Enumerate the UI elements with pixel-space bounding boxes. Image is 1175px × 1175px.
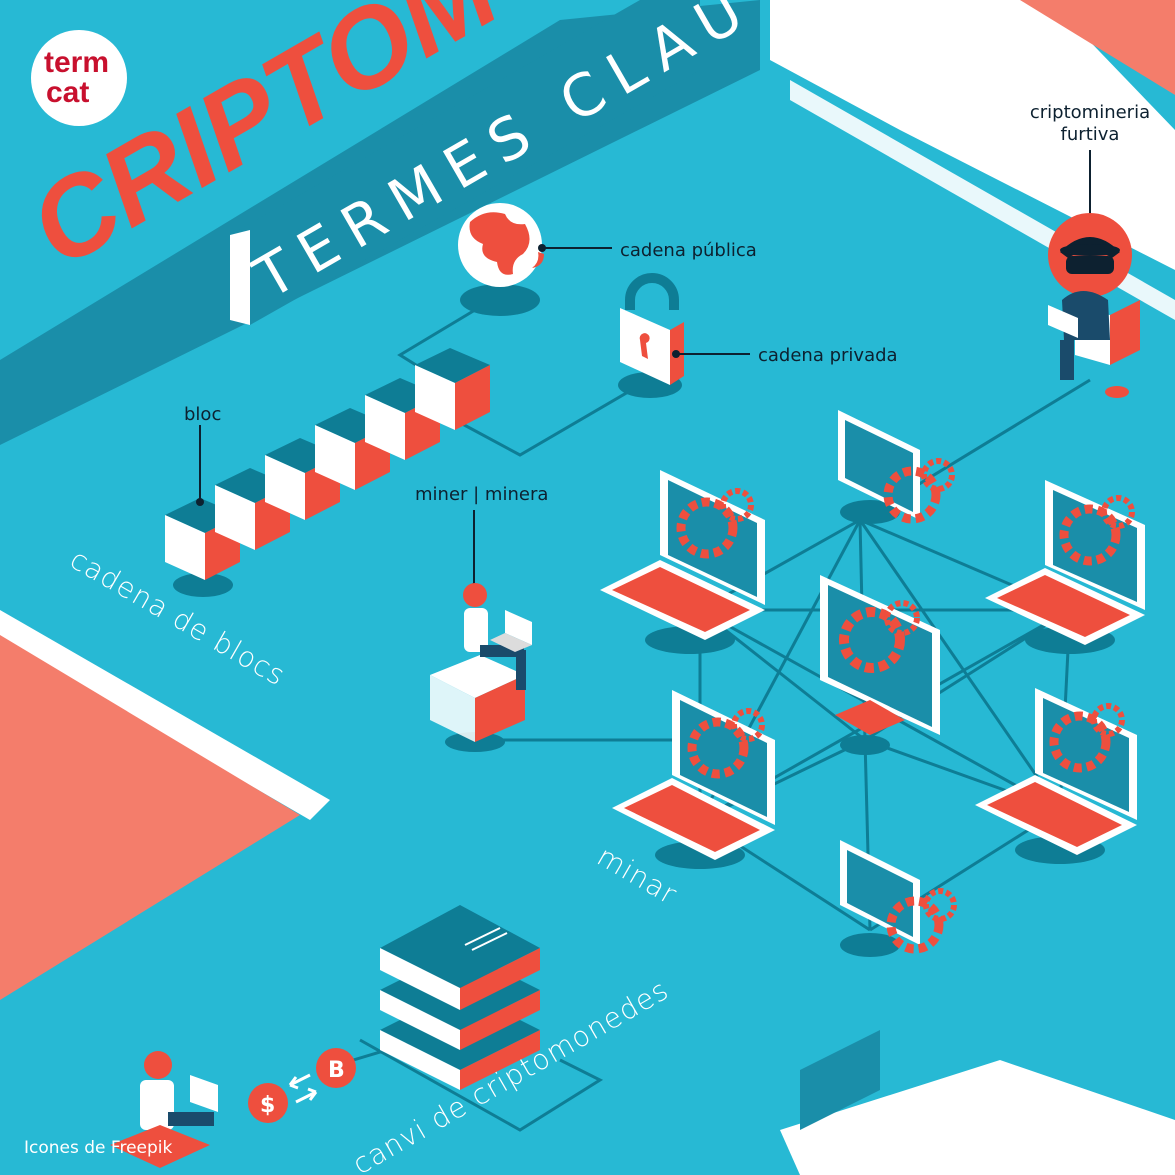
footer-icons-credit: Icones de Freepik — [24, 1138, 172, 1158]
label-private-chain: cadena privada — [758, 345, 898, 366]
server-stack-icon — [380, 905, 540, 1090]
miner-person-icon — [430, 510, 532, 752]
termcat-logo: term cat — [31, 30, 127, 126]
svg-text:B: B — [328, 1058, 345, 1083]
exchange-arrows-icon — [288, 1073, 318, 1104]
label-miner: miner | minera — [415, 484, 548, 505]
blockchain-blocks — [165, 348, 490, 597]
label-stealth-line1: criptomineria — [1030, 102, 1150, 123]
desktop-icon-2 — [840, 840, 957, 957]
label-stealth-line2: furtiva — [1061, 124, 1120, 145]
bitcoin-coin-icon: B — [316, 1048, 356, 1088]
desktop-icon-center — [820, 575, 940, 755]
subtitle-box — [230, 0, 700, 325]
laptop-icon-3 — [612, 690, 775, 869]
laptop-icon-4 — [975, 688, 1137, 864]
dollar-coin-icon: $ — [248, 1083, 288, 1123]
footer-license: TERMCAT (CC BY 4.0) — [967, 1138, 1150, 1158]
globe-icon — [458, 203, 612, 316]
svg-text:$: $ — [260, 1093, 275, 1118]
hacker-icon — [1048, 150, 1140, 398]
logo-line2: cat — [46, 76, 89, 109]
laptop-icon-2 — [985, 480, 1145, 654]
padlock-icon — [618, 273, 750, 398]
logo-line1: term — [44, 46, 109, 79]
logo-circle — [31, 30, 127, 126]
exchange-person-icon — [110, 1051, 218, 1168]
desktop-icon-1 — [838, 410, 955, 524]
label-public-chain: cadena pública — [620, 240, 757, 261]
laptop-icon-1 — [600, 470, 765, 654]
label-block: bloc — [184, 404, 221, 425]
